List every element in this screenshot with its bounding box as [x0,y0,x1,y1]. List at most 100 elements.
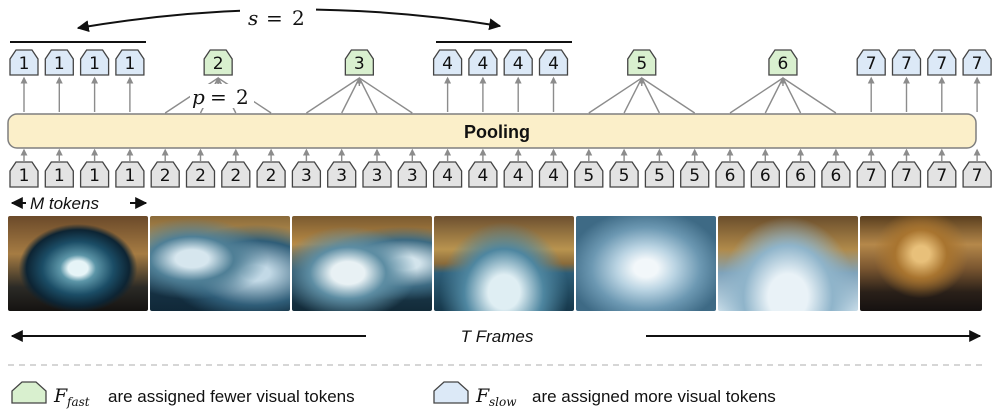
token-label: 6 [778,54,789,74]
token-label: 5 [636,54,647,74]
input-token: 1 [44,161,74,188]
fast-token: 5 [627,49,657,76]
token-label: 6 [830,166,841,186]
token-label: 5 [654,166,665,186]
token-label: 7 [936,54,947,74]
pool-arrow [764,77,784,114]
token-label: 7 [866,54,877,74]
token-label: 1 [19,166,30,186]
legend-fast-swatch [11,381,47,404]
slow-token: 4 [468,49,498,76]
pool-eq: = [210,85,227,109]
input-token: 7 [927,161,957,188]
stride-eq: = [266,6,283,30]
slow-token: 7 [891,49,922,76]
pooling-label: Pooling [464,122,530,142]
pool-arrow [729,77,784,114]
token-label: 4 [513,166,524,186]
input-token: 6 [785,161,816,188]
slow-token: 4 [538,49,569,76]
pool-arrow [641,77,661,114]
token-label: 4 [442,54,453,74]
token-label: 2 [230,166,241,186]
video-frame-1 [8,216,148,311]
token-label: 1 [19,54,30,74]
token-label: 2 [195,166,206,186]
video-frame-7 [860,216,982,311]
token-label: 1 [54,54,65,74]
fast-token: 2 [203,49,233,76]
input-token: 7 [891,161,922,188]
input-token: 5 [574,161,604,188]
input-token: 6 [715,161,745,188]
slow-token: 1 [9,49,39,76]
input-token: 1 [79,161,110,188]
input-token: 2 [256,161,286,188]
video-frame-5 [576,216,716,311]
token-label: 2 [160,166,171,186]
input-token: 4 [503,161,533,188]
input-token: 1 [115,161,145,188]
pool-arrow [782,77,802,114]
input-token: 4 [538,161,569,188]
input-arrows [20,148,981,161]
video-frame-4 [434,216,574,311]
token-label: 4 [477,166,488,186]
input-token: 5 [680,161,710,188]
token-label: 3 [372,166,383,186]
stride-value: 2 [292,6,305,30]
input-token: 3 [397,161,427,188]
token-label: 6 [760,166,771,186]
token-label: 7 [866,166,877,186]
output-arrows [20,76,981,114]
token-label: 1 [89,54,100,74]
pool-label-bg [190,84,254,108]
fast-token: 3 [344,49,374,76]
pool-arrow [306,77,360,114]
token-label: 7 [972,54,983,74]
slow-token: 1 [44,49,74,76]
token-label: 5 [583,166,594,186]
token-label: 7 [901,166,912,186]
token-label: 6 [725,166,736,186]
pool-arrow [341,77,360,114]
input-token: 5 [644,161,675,188]
token-label: 3 [336,166,347,186]
slow-token: 4 [432,49,463,76]
token-label: 5 [619,166,630,186]
input-token: 1 [9,161,39,188]
input-token: 5 [609,161,639,188]
token-label: 1 [124,54,135,74]
video-frame-3 [292,216,432,311]
slow-token: 4 [503,49,533,76]
input-token: 2 [221,161,251,188]
token-label: 1 [89,166,100,186]
token-label: 2 [266,166,277,186]
token-label: 7 [901,54,912,74]
legend-fast-symbol: F [53,385,68,407]
input-token: 2 [185,161,216,188]
t-frames-label: T Frames [461,327,534,346]
pool-arrow [358,77,413,114]
token-label: 7 [972,166,983,186]
pooling-layer [7,113,977,149]
pool-value: 2 [236,85,249,109]
token-label: 2 [213,54,224,74]
input-token: 7 [962,161,992,188]
legend-fast-text: are assigned fewer visual tokens [108,387,355,406]
token-label: 3 [354,54,365,74]
input-token: 6 [750,161,780,188]
input-token: 2 [150,161,180,188]
input-token: 4 [432,161,463,188]
token-label: 7 [936,166,947,186]
input-token: 7 [856,161,886,188]
input-token: 3 [327,161,357,188]
pool-arrow [641,77,696,114]
stride-label-bg [240,4,316,30]
token-label: 4 [513,54,524,74]
slow-token: 1 [79,49,110,76]
slow-token: 1 [115,49,145,76]
